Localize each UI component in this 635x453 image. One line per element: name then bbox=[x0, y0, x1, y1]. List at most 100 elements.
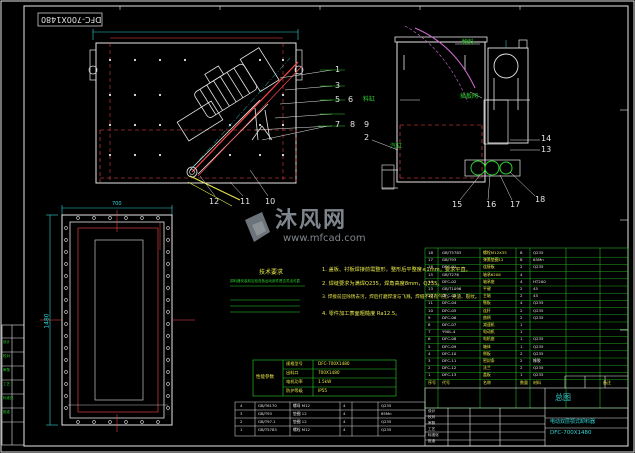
bom-cell: DFC-11 bbox=[442, 358, 457, 363]
balloon-6: 6 bbox=[348, 95, 354, 104]
watermark-logo bbox=[245, 212, 270, 242]
small-table-cell: 2 bbox=[240, 419, 243, 424]
bom-cell: GB/T1096 bbox=[442, 286, 462, 291]
small-table-cell: 垫圈 12 bbox=[293, 411, 307, 416]
watermark-url: www.mfcad.com bbox=[283, 233, 366, 244]
bom-cell: 8 bbox=[520, 250, 523, 255]
bolt-hole bbox=[64, 358, 68, 362]
tech-title: 技术要求 bbox=[259, 269, 284, 276]
param-label: 出料口 bbox=[286, 370, 299, 375]
bom-cell: DFC-05 bbox=[442, 307, 457, 313]
bom-cell: 曲柄 bbox=[483, 314, 491, 320]
bom-cell: Q235 bbox=[533, 307, 544, 313]
bom-cell: 8 bbox=[428, 322, 431, 327]
bom-cell: 连杆 bbox=[483, 307, 491, 313]
param-title: 性能参数 bbox=[256, 375, 274, 380]
bom-header-cell: 代号 bbox=[442, 380, 450, 385]
bom-cell: GB/T93 bbox=[442, 257, 457, 263]
bolt-hole bbox=[166, 382, 170, 386]
bolt-hole bbox=[64, 286, 68, 290]
bom-cell: 颚板 bbox=[483, 300, 491, 306]
bom-header-cell: 名称 bbox=[483, 380, 491, 385]
small-table-cell: 4 bbox=[343, 411, 346, 416]
param-label: 电机功率 bbox=[286, 379, 303, 384]
bom-cell: GB/T276 bbox=[442, 271, 459, 277]
small-table-cell: 4 bbox=[240, 403, 243, 408]
strip-label: 标准化 bbox=[3, 396, 14, 400]
balloon-14: 14 bbox=[541, 134, 552, 143]
drawing-code: DFC-700X1480 bbox=[41, 15, 102, 24]
bolt-hole bbox=[124, 420, 128, 424]
bom-cell: 1 bbox=[520, 336, 523, 342]
bom-cell: 17 bbox=[428, 257, 433, 263]
bom-cell: 5 bbox=[428, 343, 431, 349]
balloon-16: 16 bbox=[486, 200, 497, 209]
bom-cell: 1 bbox=[428, 372, 431, 378]
balloon-13: 13 bbox=[541, 145, 552, 154]
bom-cell: DFC-01 bbox=[442, 264, 457, 270]
bom-cell: 2 bbox=[520, 358, 523, 363]
bom-header-cell: 序号 bbox=[428, 380, 436, 385]
bolt-hole bbox=[166, 406, 170, 410]
bom-cell: 12 bbox=[428, 293, 433, 299]
small-table-cell: Q235 bbox=[381, 403, 392, 408]
bom-cell: Q235 bbox=[533, 350, 544, 356]
balloon-8: 8 bbox=[350, 120, 356, 129]
bom-cell: 2 bbox=[520, 365, 523, 371]
bom-cell: 15 bbox=[428, 271, 433, 277]
tech-lead-note: 卸料器安装前应检查各运动部件是否灵活可靠 bbox=[230, 279, 300, 283]
title-block-label: 设计 bbox=[428, 409, 436, 413]
watermark-site: 沐风网 bbox=[275, 208, 348, 233]
bom-cell: 4 bbox=[520, 300, 523, 306]
bom-cell: 11 bbox=[428, 300, 433, 306]
bolt-hole bbox=[64, 382, 68, 386]
small-table-cell: 螺栓 M12 bbox=[293, 427, 310, 432]
bom-cell: 6 bbox=[428, 336, 431, 342]
small-table-cell: 65Mn bbox=[381, 411, 392, 416]
bom-cell: Q235 bbox=[533, 372, 544, 378]
bom-cell: 侧板 bbox=[483, 350, 491, 356]
bom-cell: 轴承座 bbox=[483, 278, 495, 284]
bom-cell: 8 bbox=[520, 257, 523, 263]
bom-cell: 45 bbox=[533, 286, 538, 291]
balloon-3: 3 bbox=[335, 81, 341, 90]
param-value: DFC-700X1480 bbox=[318, 361, 350, 366]
border-ticks bbox=[119, 6, 628, 331]
small-table-grid bbox=[234, 401, 426, 437]
balloon-17: 17 bbox=[510, 200, 521, 209]
bolt-hole bbox=[140, 420, 144, 424]
bom-cell: 1 bbox=[520, 329, 523, 335]
small-table-cell: 垫圈 12 bbox=[293, 419, 307, 424]
bom-cell: Q235 bbox=[533, 336, 544, 342]
sheet-title: 电动双层颚式卸料器 bbox=[550, 419, 596, 425]
bom-cell: 2 bbox=[520, 264, 523, 270]
small-table-cell: 1 bbox=[240, 427, 243, 432]
bom-cell: 1 bbox=[520, 372, 523, 378]
bom-cell: 盖板 bbox=[483, 372, 491, 378]
bolt-hole bbox=[64, 322, 68, 326]
bom-cell: 橡胶 bbox=[533, 358, 541, 363]
tech-item-1: 1. 盖板、衬板焊接前需整形，整形后平整度≤1mm，要求平直。 bbox=[322, 267, 471, 273]
bom-cell: DFC-09 bbox=[442, 343, 457, 349]
bom-cell: 减速机 bbox=[483, 322, 495, 327]
bom-cell: 18 bbox=[428, 250, 433, 255]
param-label: 规格型号 bbox=[286, 361, 303, 366]
strip-label: 审核 bbox=[3, 368, 10, 372]
balloon-2: 2 bbox=[364, 133, 370, 142]
bom-cell: DFC-03 bbox=[442, 293, 457, 299]
bom-cell: 45 bbox=[533, 293, 538, 299]
small-table-cell: 螺母 M12 bbox=[293, 403, 310, 408]
small-table-cell: Q235 bbox=[381, 427, 392, 432]
bom-header-cell: 材料 bbox=[533, 380, 541, 385]
title-block-label: 校对 bbox=[428, 415, 436, 419]
bolt-hole bbox=[166, 262, 170, 266]
bom-cell: Q235 bbox=[533, 365, 544, 371]
bolt-hole bbox=[124, 216, 128, 220]
bolt-hole bbox=[64, 394, 68, 398]
bolt-hole bbox=[166, 358, 170, 362]
bom-cell: DFC-08 bbox=[442, 336, 457, 342]
side-view bbox=[371, 25, 540, 201]
